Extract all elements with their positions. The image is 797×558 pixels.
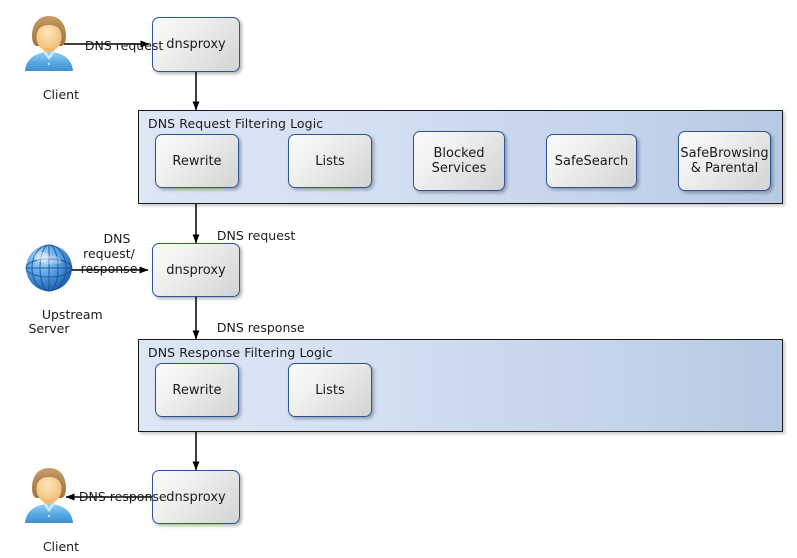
edge-label-dnsproxy-to-client-bottom: DNS response	[63, 474, 167, 519]
actor-client-bottom-caption-text: Client	[42, 539, 80, 554]
globe-server-icon	[25, 244, 73, 292]
node-dnsproxy-top[interactable]: dnsproxy	[152, 17, 240, 72]
node-dnsproxy-top-label: dnsproxy	[166, 37, 226, 52]
group-response-filtering: DNS Response Filtering Logic	[138, 339, 783, 432]
node-stage-rewrite-response[interactable]: Rewrite	[155, 363, 239, 417]
node-dnsproxy-mid-label: dnsproxy	[166, 262, 226, 278]
node-stage-safebrowsing-parental-label: SafeBrowsing & Parental	[680, 146, 769, 176]
actor-client-bottom: Client	[18, 466, 80, 554]
actor-client-top: Client	[18, 14, 80, 102]
edge-label-dnsproxy-to-response-filtering: DNS response	[201, 305, 305, 350]
node-stage-rewrite-label: Rewrite	[172, 153, 222, 169]
edge-label-upstream-bidirectional-text: DNS request/ response	[80, 231, 138, 276]
edge-label-dnsproxy-to-request-filtering: DNS request	[201, 213, 295, 258]
actor-client-top-caption-text: Client	[42, 87, 80, 102]
group-response-filtering-title: DNS Response Filtering Logic	[148, 345, 333, 360]
node-dnsproxy-bottom-label: dnsproxy	[166, 489, 226, 505]
node-stage-safesearch-label: SafeSearch	[554, 153, 629, 169]
node-stage-rewrite-response-label: Rewrite	[172, 382, 222, 398]
edge-label-client-to-dnsproxy-top-text: DNS request	[84, 38, 164, 53]
client-person-icon	[25, 16, 73, 71]
group-request-filtering-title: DNS Request Filtering Logic	[148, 116, 324, 131]
actor-upstream-server-caption: Upstream Server	[18, 294, 103, 350]
actor-upstream-server: Upstream Server	[18, 240, 103, 336]
node-dnsproxy-bottom[interactable]: dnsproxy	[152, 470, 240, 524]
node-stage-lists-label: Lists	[315, 153, 345, 169]
node-stage-lists-response-label: Lists	[315, 382, 345, 398]
edge-label-dnsproxy-to-response-filtering-text: DNS response	[216, 320, 305, 335]
node-stage-blocked-services[interactable]: Blocked Services	[413, 131, 505, 191]
edge-label-dnsproxy-to-client-bottom-text: DNS response	[78, 489, 167, 504]
edge-label-upstream-bidirectional: DNS request/ response	[70, 216, 148, 291]
node-dnsproxy-mid[interactable]: dnsproxy	[152, 243, 240, 297]
client-person-icon	[25, 468, 73, 523]
actor-upstream-server-caption-text: Upstream Server	[28, 307, 103, 336]
node-stage-safesearch[interactable]: SafeSearch	[546, 134, 637, 188]
actor-client-top-caption: Client	[18, 74, 80, 116]
edge-label-dnsproxy-to-request-filtering-text: DNS request	[216, 228, 296, 243]
node-stage-blocked-services-label: Blocked Services	[431, 146, 487, 176]
node-stage-lists[interactable]: Lists	[288, 134, 372, 188]
node-stage-rewrite[interactable]: Rewrite	[155, 134, 239, 188]
actor-client-bottom-caption: Client	[18, 526, 80, 558]
node-stage-safebrowsing-parental[interactable]: SafeBrowsing & Parental	[678, 131, 771, 191]
edge-label-client-to-dnsproxy-top: DNS request	[69, 23, 163, 68]
node-stage-lists-response[interactable]: Lists	[288, 363, 372, 417]
